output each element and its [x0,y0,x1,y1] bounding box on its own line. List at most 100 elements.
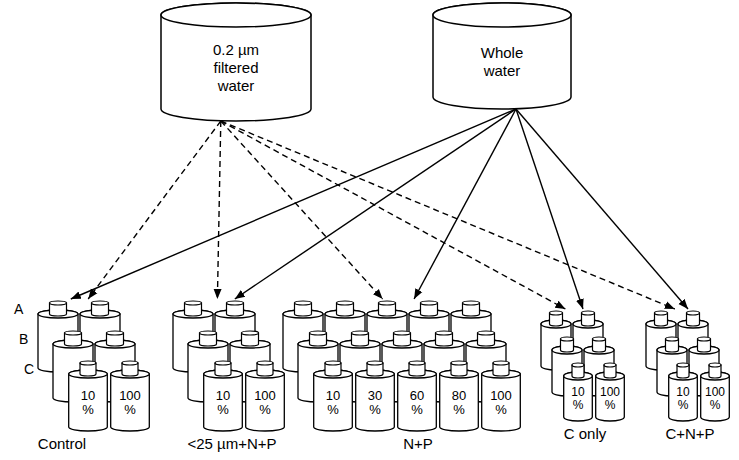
bottle-cap-top [709,363,721,367]
bottle-label: 10 % [320,389,346,418]
bottle-body [204,370,243,431]
bottle-cap-top [604,363,616,367]
group-label: <25 µm+N+P [187,435,276,452]
bottle-label: 100 % [252,389,278,418]
bottle-cap-top [655,311,668,315]
bottle-group: 10 %100 %C+N+P [644,309,732,424]
bottle-cap-top [107,331,124,335]
bottle-cap-top [295,301,312,305]
bottle-group: 10 %100 %<25 µm+N+P [171,299,287,434]
bottle-cap-top [666,337,679,341]
bottle: 10 % [313,361,353,432]
solid-arrow [516,109,688,309]
solid-arrow [516,109,583,309]
bottle: 10 % [203,361,243,432]
bottle-body [482,370,521,431]
bottle-cap-top [352,331,369,335]
bottle-cap-top [227,301,244,305]
bottle-cap-top [80,361,96,365]
bottle-label: 100 % [117,389,143,418]
bottle-label: 100 % [488,389,514,418]
bottle-label: 10 % [75,389,101,418]
bottle-cap-top [185,301,202,305]
bottle-cap-top [310,331,327,335]
bottle-cap-top [337,301,354,305]
bottle-body [356,370,395,431]
bottle-cap-top [550,311,563,315]
dashed-arrow [221,121,566,309]
group-label: C+N+P [665,425,714,442]
bottle-cap-top [200,331,217,335]
row-letter: B [19,332,28,347]
group-label: Control [38,435,86,452]
dashed-arrow [88,121,221,299]
bottle-cap-top [572,363,584,367]
water-tank: 0.2 µm filtered water [160,3,312,121]
bottle-cap-top [478,331,495,335]
bottle-cap-top [421,301,438,305]
bottle: 100 % [110,361,150,432]
bottle-body [314,370,353,431]
solid-arrow [235,109,516,299]
bottle: 100 % [700,363,730,422]
row-letter: A [14,302,23,317]
bottle: 80 % [439,361,479,432]
bottle-cap-top [409,361,425,365]
bottle-cap-top [698,337,711,341]
solid-arrow [71,109,516,299]
bottle-cap-top [325,361,341,365]
bottle-cap-top [561,337,574,341]
bottle: 100 % [595,363,625,422]
bottle-cap-top [463,301,480,305]
bottle-cap-top [367,361,383,365]
bottle-cap-top [687,311,700,315]
row-letter: C [24,362,34,377]
bottle-body [111,370,150,431]
bottle-cap-top [677,363,689,367]
bottle-label: 10 % [210,389,236,418]
bottle-body [69,370,108,431]
bottle-cap-top [92,301,109,305]
bottle: 30 % [355,361,395,432]
bottle-cap-top [582,311,595,315]
bottle-cap-top [593,337,606,341]
bottle-cap-top [122,361,138,365]
bottle-label: 10 % [567,386,589,412]
dashed-arrow [221,121,383,299]
bottle-label: 30 % [362,389,388,418]
bottle-cap-top [257,361,273,365]
bottle-body [701,372,730,421]
bottle: 10 % [68,361,108,432]
bottle-body [398,370,437,431]
bottle-cap-top [493,361,509,365]
bottle-cap-top [242,331,259,335]
bottle-group: 10 %100 %C only [539,309,627,424]
tank-label: Whole water [471,44,533,80]
tank-body [433,3,571,109]
bottle: 10 % [563,363,593,422]
bottle-body [440,370,479,431]
bottle-cap-top [436,331,453,335]
bottle-cap-top [394,331,411,335]
bottle-body [669,372,698,421]
bottle-label: 100 % [704,386,726,412]
tank-body [161,3,311,121]
water-tank: Whole water [432,3,572,109]
bottle-label: 80 % [446,389,472,418]
tank-label: 0.2 µm filtered water [194,41,278,95]
bottle: 10 % [668,363,698,422]
bottle: 100 % [481,361,521,432]
group-label: C only [564,425,607,442]
bottle-label: 10 % [672,386,694,412]
bottle-cap-top [215,361,231,365]
dashed-arrow [217,121,220,299]
bottle-label: 100 % [599,386,621,412]
bottle-label: 60 % [404,389,430,418]
bottle-cap-top [379,301,396,305]
bottle: 100 % [245,361,285,432]
bottle-cap-top [451,361,467,365]
bottle-body [246,370,285,431]
bottle-cap-top [65,331,82,335]
bottle-group: 10 %30 %60 %80 %100 %N+P [281,299,523,434]
